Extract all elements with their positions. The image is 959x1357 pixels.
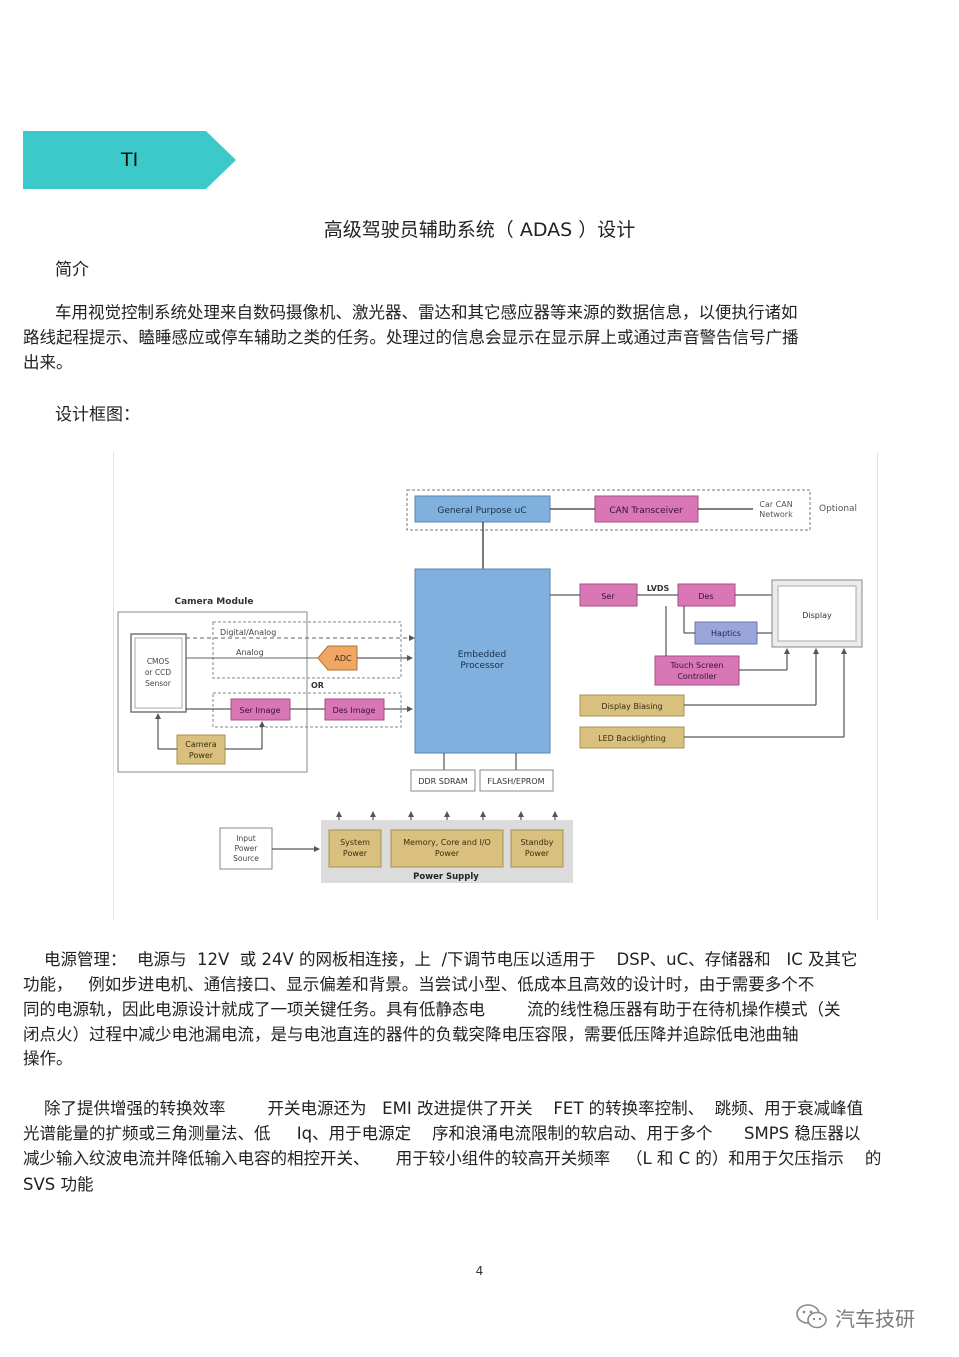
can-transceiver-block bbox=[594, 495, 699, 523]
power-supply-label: Power Supply bbox=[413, 872, 479, 882]
input-power-label-2: Power bbox=[235, 844, 259, 853]
ser-image-label: Ser Image bbox=[240, 706, 281, 715]
adas-block-diagram: Optional General Purpose uC CAN Transcei… bbox=[113, 452, 878, 920]
intro-line-3: 出来。 bbox=[23, 353, 73, 372]
standby-power-label-1: Standby bbox=[520, 838, 553, 847]
memory-core-io-power-block bbox=[390, 829, 504, 868]
banner-arrow-shape bbox=[23, 131, 236, 189]
input-power-source-block bbox=[219, 827, 273, 870]
analog-path-group bbox=[212, 621, 402, 679]
ddr-sdram-label: DDR SDRAM bbox=[418, 777, 467, 786]
car-can-label-1: Car CAN bbox=[759, 500, 792, 509]
embedded-processor-label-1: Embedded bbox=[458, 650, 506, 660]
diagram-canvas: Optional General Purpose uC CAN Transcei… bbox=[117, 489, 863, 883]
camera-module-label: Camera Module bbox=[175, 597, 254, 607]
or-label: OR bbox=[311, 681, 324, 690]
standby-power-label-2: Power bbox=[525, 849, 550, 858]
smps-line-1: 除了提供增强的转换效率 开关电源还为 EMI 改进提供了开关 FET 的转换率控… bbox=[23, 1099, 864, 1118]
can-transceiver-label: CAN Transceiver bbox=[609, 506, 683, 516]
page-number: 4 bbox=[475, 1264, 484, 1278]
general-purpose-uc-label: General Purpose uC bbox=[437, 506, 526, 516]
page-title: 高级驾驶员辅助系统（ ADAS ）设计 bbox=[323, 219, 636, 241]
display-label: Display bbox=[802, 611, 832, 620]
cmos-label-3: Sensor bbox=[145, 679, 172, 688]
led-backlighting-label: LED Backlighting bbox=[598, 734, 666, 743]
adc-label: ADC bbox=[334, 654, 352, 663]
camera-power-block bbox=[176, 734, 226, 765]
serdes-path-group bbox=[212, 692, 402, 728]
display-biasing-label: Display Biasing bbox=[601, 702, 662, 711]
input-power-label-1: Input bbox=[236, 834, 255, 843]
digital-analog-label: Digital/Analog bbox=[220, 628, 276, 637]
optional-group bbox=[406, 489, 811, 531]
optional-label: Optional bbox=[819, 504, 857, 514]
cmos-sensor-block bbox=[130, 633, 187, 713]
car-can-label-2: Network bbox=[759, 510, 793, 519]
power-line-2: 功能， 例如步进电机、通信接口、显示偏差和背景。当尝试小型、低成本且高效的设计时… bbox=[23, 975, 815, 994]
des-image-label: Des Image bbox=[333, 706, 376, 715]
watermark-text: 汽车技研 bbox=[835, 1306, 915, 1331]
memory-power-label-1: Memory, Core and I/O bbox=[403, 838, 491, 847]
flash-eprom-label: FLASH/EPROM bbox=[487, 777, 544, 786]
banner-label: TI bbox=[121, 149, 139, 171]
system-power-label-1: System bbox=[340, 838, 370, 847]
haptics-label: Haptics bbox=[711, 629, 741, 638]
diagram-heading: 设计框图： bbox=[55, 405, 140, 425]
system-power-label-2: Power bbox=[343, 849, 368, 858]
memory-power-label-2: Power bbox=[435, 849, 460, 858]
touch-screen-label-1: Touch Screen bbox=[669, 661, 723, 670]
touch-screen-controller-block bbox=[654, 655, 740, 686]
intro-line-1: 车用视觉控制系统处理来自数码摄像机、激光器、雷达和其它感应器等来源的数据信息，以… bbox=[55, 303, 798, 322]
smps-line-4: SVS 功能 bbox=[23, 1175, 94, 1194]
ti-banner: TI bbox=[23, 131, 236, 189]
power-line-4: 闭点火）过程中减少电池漏电流，是与电池直连的器件的负载突降电压容限，需要低压降并… bbox=[23, 1025, 799, 1044]
cmos-label-1: CMOS bbox=[147, 657, 170, 666]
power-line-1: 电源管理： 电源与 12V 或 24V 的网板相连接，上 /下调节电压以适用于 … bbox=[23, 950, 858, 969]
power-line-5: 操作。 bbox=[23, 1049, 73, 1068]
lvds-label: LVDS bbox=[647, 584, 670, 593]
camera-module-group bbox=[117, 611, 308, 773]
analog-label: Analog bbox=[236, 648, 264, 657]
embedded-processor-block bbox=[414, 568, 551, 754]
power-line-3: 同的电源轨，因此电源设计就成了一项关键任务。具有低静态电 流的线性稳压器有助于在… bbox=[23, 1000, 841, 1019]
embedded-processor-label-2: Processor bbox=[460, 661, 504, 671]
wechat-icon bbox=[796, 1304, 827, 1329]
smps-line-3: 减少输入纹波电流并降低输入电容的相控开关、 用于较小组件的较高开关频率 （L 和… bbox=[23, 1149, 882, 1168]
input-power-label-3: Source bbox=[233, 854, 259, 863]
flash-eprom-block bbox=[479, 769, 554, 792]
smps-line-2: 光谱能量的扩频或三角测量法、低 Iq、用于电源定 序和浪涌电流限制的软启动、用于… bbox=[23, 1124, 861, 1143]
watermark: 汽车技研 bbox=[795, 1300, 915, 1334]
ser-label: Ser bbox=[601, 592, 615, 601]
intro-line-2: 路线起程提示、瞌睡感应或停车辅助之类的任务。处理过的信息会显示在显示屏上或通过声… bbox=[23, 328, 799, 347]
intro-heading: 简介 bbox=[55, 260, 89, 280]
cmos-label-2: or CCD bbox=[145, 668, 172, 677]
standby-power-block bbox=[510, 829, 564, 868]
ddr-sdram-block bbox=[410, 769, 476, 792]
camera-power-label-1: Camera bbox=[185, 740, 216, 749]
des-label: Des bbox=[698, 592, 713, 601]
touch-screen-label-2: Controller bbox=[677, 672, 717, 681]
system-power-block bbox=[328, 829, 382, 868]
camera-power-label-2: Power bbox=[189, 751, 214, 760]
